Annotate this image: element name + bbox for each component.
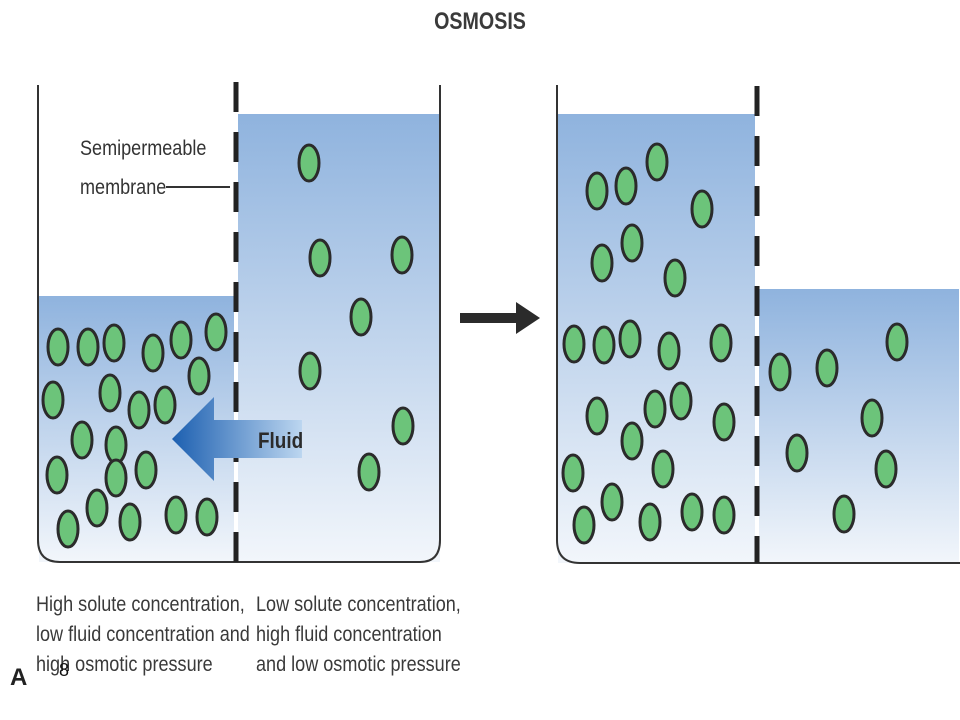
- caption-left: High solute concentration, low fluid con…: [36, 590, 250, 680]
- solute-particle: [709, 323, 733, 363]
- solute-particle: [785, 433, 809, 473]
- fluid-arrow-label: Fluid: [258, 429, 303, 454]
- slide-number: 8: [59, 660, 70, 680]
- solute-particle: [85, 488, 109, 528]
- caption-right-line3: and low osmotic pressure: [256, 653, 461, 676]
- solute-particle: [308, 238, 332, 278]
- solute-particle: [153, 385, 177, 425]
- solute-particle: [298, 351, 322, 391]
- water-right-compartment-after: [759, 289, 959, 563]
- solute-particle: [141, 333, 165, 373]
- caption-right-line1: Low solute concentration,: [256, 593, 461, 616]
- solute-particle: [885, 322, 909, 362]
- caption-left-line1: High solute concentration,: [36, 593, 245, 616]
- solute-particle: [357, 452, 381, 492]
- solute-particle: [690, 189, 714, 229]
- solute-particle: [620, 223, 644, 263]
- solute-particle: [600, 482, 624, 522]
- solute-particle: [104, 425, 128, 465]
- solute-particles: [41, 142, 909, 549]
- beaker-container-after: [556, 85, 960, 564]
- figure-letter: A: [10, 664, 28, 691]
- solute-particle: [874, 449, 898, 489]
- solute-particle: [195, 497, 219, 537]
- solute-particle: [657, 331, 681, 371]
- solute-particle: [590, 243, 614, 283]
- solute-particle: [712, 495, 736, 535]
- solute-particle: [585, 396, 609, 436]
- solute-particle: [204, 312, 228, 352]
- diagram-title: OSMOSIS: [434, 8, 526, 35]
- solute-particle: [572, 505, 596, 545]
- solute-particle: [46, 327, 70, 367]
- solute-particle: [712, 402, 736, 442]
- solute-particle: [98, 373, 122, 413]
- fluid-arrow-icon: [172, 397, 302, 481]
- solute-particle: [297, 143, 321, 183]
- caption-left-line3: high osmotic pressure: [36, 653, 213, 676]
- solute-particle: [104, 458, 128, 498]
- solute-particle: [102, 323, 126, 363]
- solute-particle: [592, 325, 616, 365]
- solute-particle: [45, 455, 69, 495]
- beaker-container: [37, 85, 441, 563]
- solute-particle: [349, 297, 373, 337]
- solute-particle: [815, 348, 839, 388]
- solute-particle: [585, 171, 609, 211]
- solute-particle: [618, 319, 642, 359]
- solute-particle: [614, 166, 638, 206]
- solute-particle: [134, 450, 158, 490]
- solute-particle: [768, 352, 792, 392]
- solute-particle: [169, 320, 193, 360]
- solute-particle: [638, 502, 662, 542]
- solute-particle: [832, 494, 856, 534]
- water-right-compartment-before: [238, 114, 440, 562]
- membrane-label-line2: membrane: [80, 176, 166, 200]
- solute-particle: [562, 324, 586, 364]
- solute-particle: [620, 421, 644, 461]
- solute-particle: [680, 492, 704, 532]
- solute-particle: [390, 235, 414, 275]
- solute-particle: [669, 381, 693, 421]
- caption-left-line2: low fluid concentration and: [36, 623, 250, 646]
- solute-particle: [70, 420, 94, 460]
- solute-particle: [663, 258, 687, 298]
- solute-particle: [643, 389, 667, 429]
- solute-particle: [127, 390, 151, 430]
- solute-particle: [164, 495, 188, 535]
- solute-particle: [187, 356, 211, 396]
- process-arrow-icon: [460, 302, 540, 334]
- solute-particle: [41, 380, 65, 420]
- solute-particle: [56, 509, 80, 549]
- solute-particle: [118, 502, 142, 542]
- membrane-label-line1: Semipermeable: [80, 137, 207, 161]
- caption-right: Low solute concentration, high fluid con…: [256, 590, 461, 680]
- solute-particle: [651, 449, 675, 489]
- caption-right-line2: high fluid concentration: [256, 623, 442, 646]
- solute-particle: [76, 327, 100, 367]
- solute-particle: [391, 406, 415, 446]
- solute-particle: [561, 453, 585, 493]
- solute-particle: [645, 142, 669, 182]
- solute-particle: [860, 398, 884, 438]
